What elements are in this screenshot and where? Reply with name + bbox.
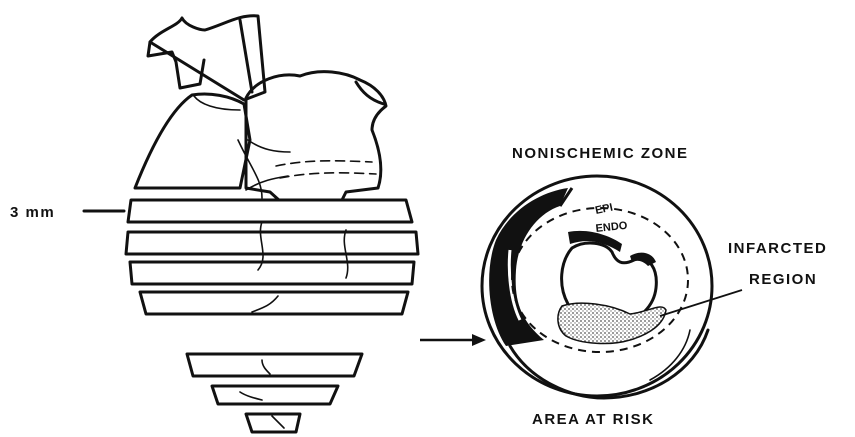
infarcted-label-line1: INFARCTED bbox=[728, 240, 827, 257]
heart-slices bbox=[126, 200, 418, 432]
arrow-right-icon bbox=[420, 334, 486, 346]
infarcted-label-line2: REGION bbox=[749, 271, 817, 288]
heart-drawing bbox=[135, 16, 386, 219]
nonischemic-zone-label: NONISCHEMIC ZONE bbox=[512, 145, 689, 162]
slice-thickness-label: 3 mm bbox=[10, 204, 55, 221]
area-at-risk-label: AREA AT RISK bbox=[532, 411, 654, 428]
